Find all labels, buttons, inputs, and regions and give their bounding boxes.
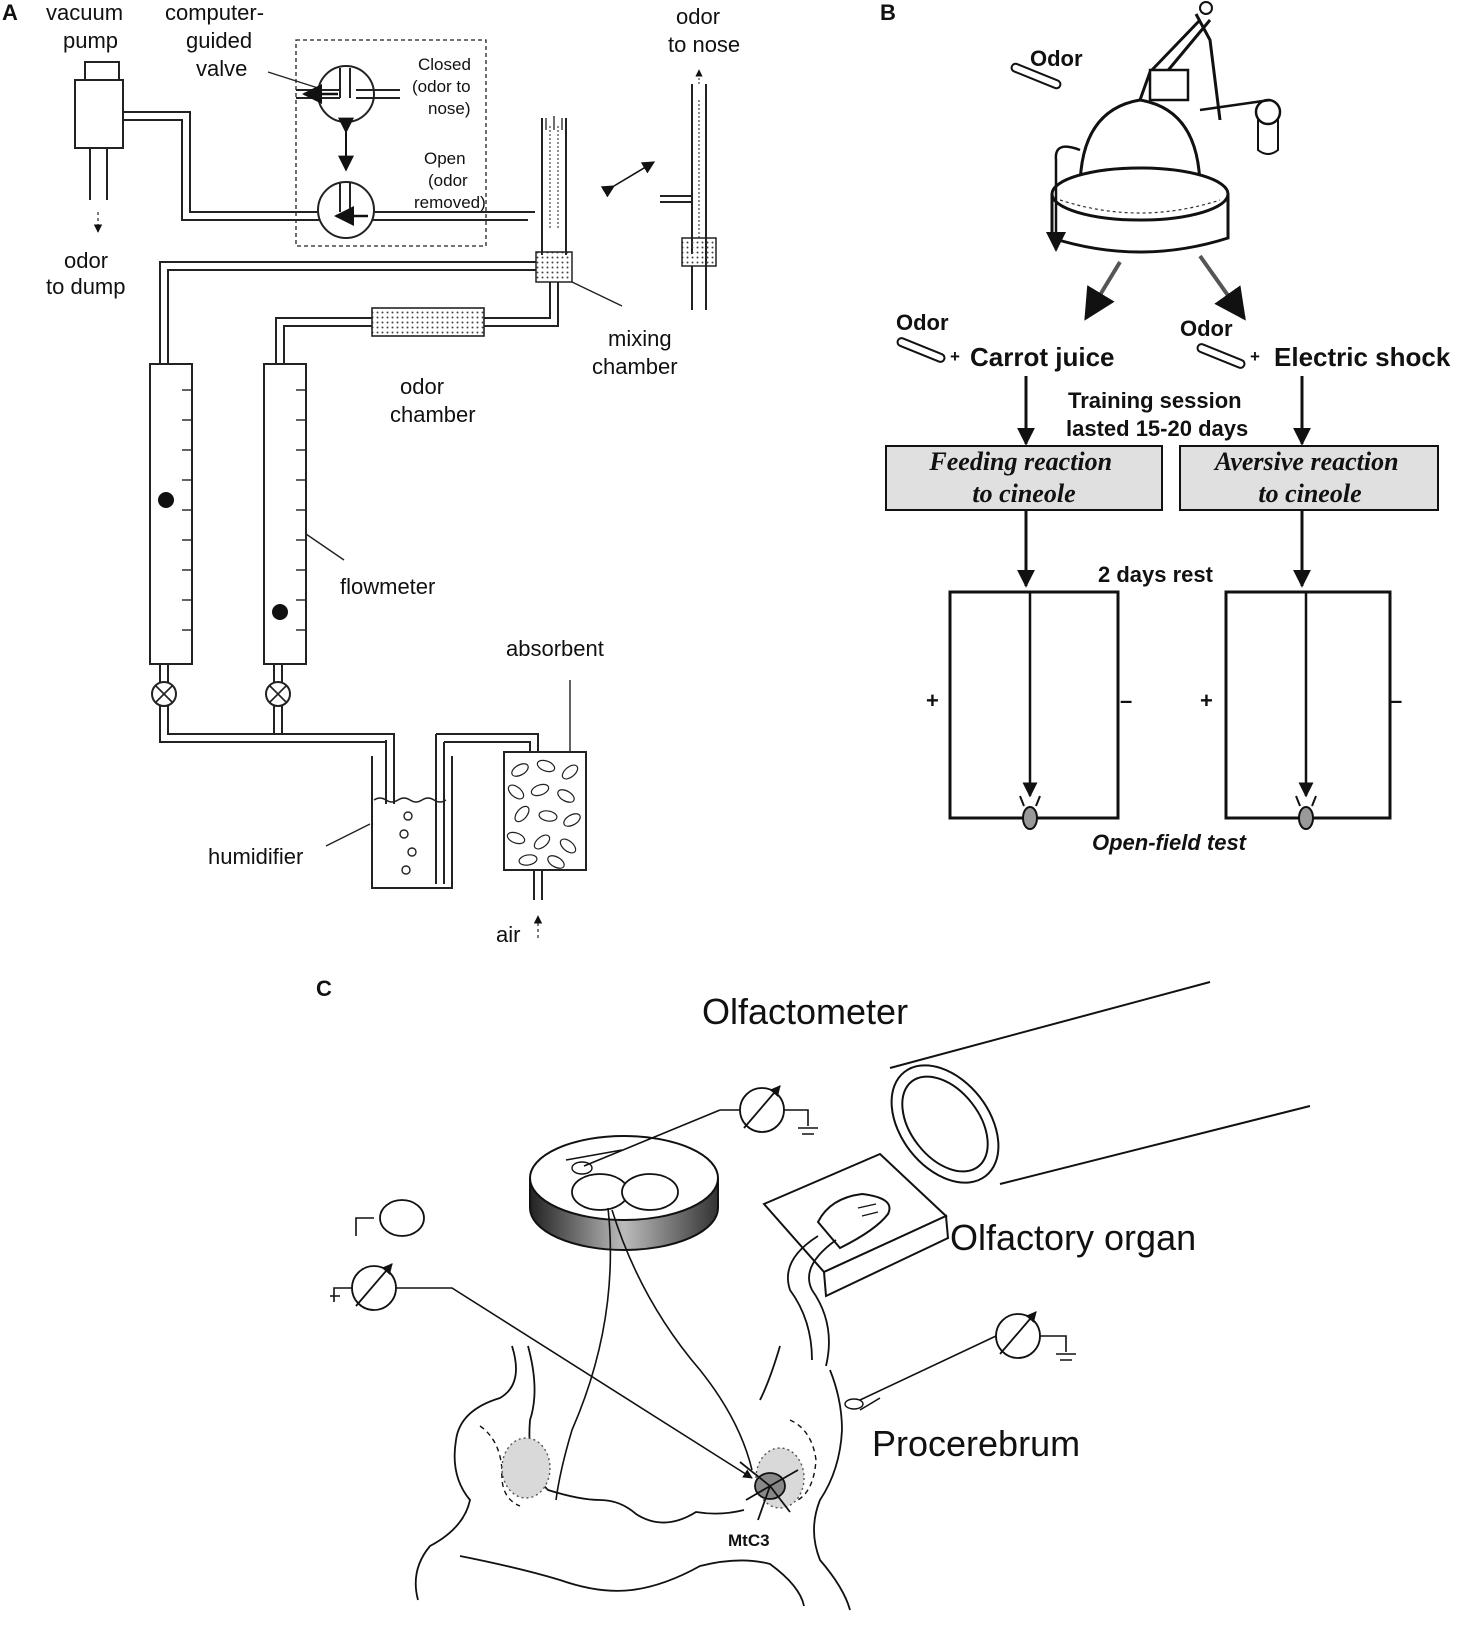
- computer-valve-label: computer- guided valve: [165, 0, 270, 81]
- plus-sign-left: +: [926, 688, 939, 713]
- flowmeter-right: [263, 363, 307, 707]
- electric-shock-label: Electric shock: [1274, 342, 1451, 372]
- nozzle: [541, 116, 567, 255]
- amplifier-top: [583, 1085, 818, 1167]
- plus-sign-right: +: [1200, 688, 1213, 713]
- procerebrum-label: Procerebrum: [872, 1423, 1080, 1464]
- odor-chamber-label: odor chamber: [390, 374, 476, 427]
- odor-top-label: Odor: [1030, 46, 1083, 71]
- nose-nozzle: [660, 69, 717, 310]
- mixing-chamber-label: mixing chamber: [592, 326, 678, 379]
- vacuum-pump: [74, 61, 124, 233]
- ground-symbol-left: [355, 1199, 425, 1237]
- rest-label: 2 days rest: [1098, 562, 1214, 587]
- amplifier-left: [330, 1263, 753, 1479]
- olfactometer-tube: [889, 981, 1311, 1185]
- arrow-to-shock: [1198, 254, 1246, 321]
- panel-a-letter: A: [2, 0, 18, 25]
- carrot-juice-label: Carrot juice: [970, 342, 1115, 372]
- panel-b-letter: B: [880, 0, 896, 25]
- minus-sign-left: –: [1120, 688, 1132, 713]
- open-field-right: [1224, 590, 1392, 830]
- panel-c-letter: C: [316, 976, 332, 1001]
- olfactory-organ-tray: [762, 1152, 950, 1367]
- flowmeter-label: flowmeter: [340, 574, 435, 599]
- valve-open: [317, 181, 375, 239]
- mixing-chamber: [535, 251, 573, 283]
- flowmeter-left: [149, 363, 193, 707]
- olfactory-organ-label: Olfactory organ: [950, 1217, 1196, 1258]
- recording-disc: [529, 1135, 719, 1251]
- odor-to-nose-label: odor to nose: [668, 4, 740, 57]
- feeding-reaction-label: Feeding reaction to cineole: [928, 447, 1118, 508]
- mtc3-label: MtC3: [728, 1531, 770, 1550]
- open-field-label: Open-field test: [1092, 830, 1248, 855]
- air-label: air: [496, 922, 520, 947]
- absorbent-column: [503, 680, 587, 938]
- minus-sign-right: –: [1390, 688, 1402, 713]
- odor-left-label: Odor: [896, 310, 949, 335]
- plus-right: +: [1250, 347, 1260, 366]
- plus-left: +: [950, 347, 960, 366]
- odor-stick-top: [1010, 62, 1062, 90]
- vacuum-pump-label: vacuum pump: [46, 0, 129, 53]
- absorbent-label: absorbent: [506, 636, 604, 661]
- brain-outline: [414, 1207, 851, 1611]
- panel-c: C Olfactometer: [316, 976, 1311, 1611]
- panel-b: B Odor Odor + Carrot juice Odor + Electr…: [880, 0, 1451, 855]
- closed-state-label: Closed (odor to nose): [412, 55, 476, 118]
- odor-right-label: Odor: [1180, 316, 1233, 341]
- humidifier: [371, 734, 453, 889]
- feeding-reaction-box: [885, 445, 1163, 511]
- training-label: Training session lasted 15-20 days: [1066, 388, 1248, 441]
- open-field-left: [948, 590, 1120, 830]
- odor-chamber: [371, 307, 485, 337]
- open-state-label: Open (odor removed): [414, 149, 486, 212]
- valve-dashed-box: [295, 39, 487, 247]
- mtc3-neuron: [739, 1461, 799, 1521]
- aversive-reaction-box: [1179, 445, 1439, 511]
- olfactometer-label: Olfactometer: [702, 991, 908, 1032]
- odor-stick-left: [896, 337, 946, 363]
- humidifier-label: humidifier: [208, 844, 303, 869]
- odor-to-dump-label: odor to dump: [46, 248, 126, 299]
- amplifier-right: [844, 1311, 1076, 1411]
- valve-closed: [296, 65, 400, 123]
- arrow-to-carrot: [1084, 260, 1122, 321]
- panel-a: A vacuum pump odor to dump computer- gui…: [2, 0, 740, 947]
- odor-stick-right: [1196, 343, 1246, 369]
- snail-apparatus: [1046, 1, 1282, 254]
- aversive-reaction-label: Aversive reaction to cineole: [1213, 447, 1405, 508]
